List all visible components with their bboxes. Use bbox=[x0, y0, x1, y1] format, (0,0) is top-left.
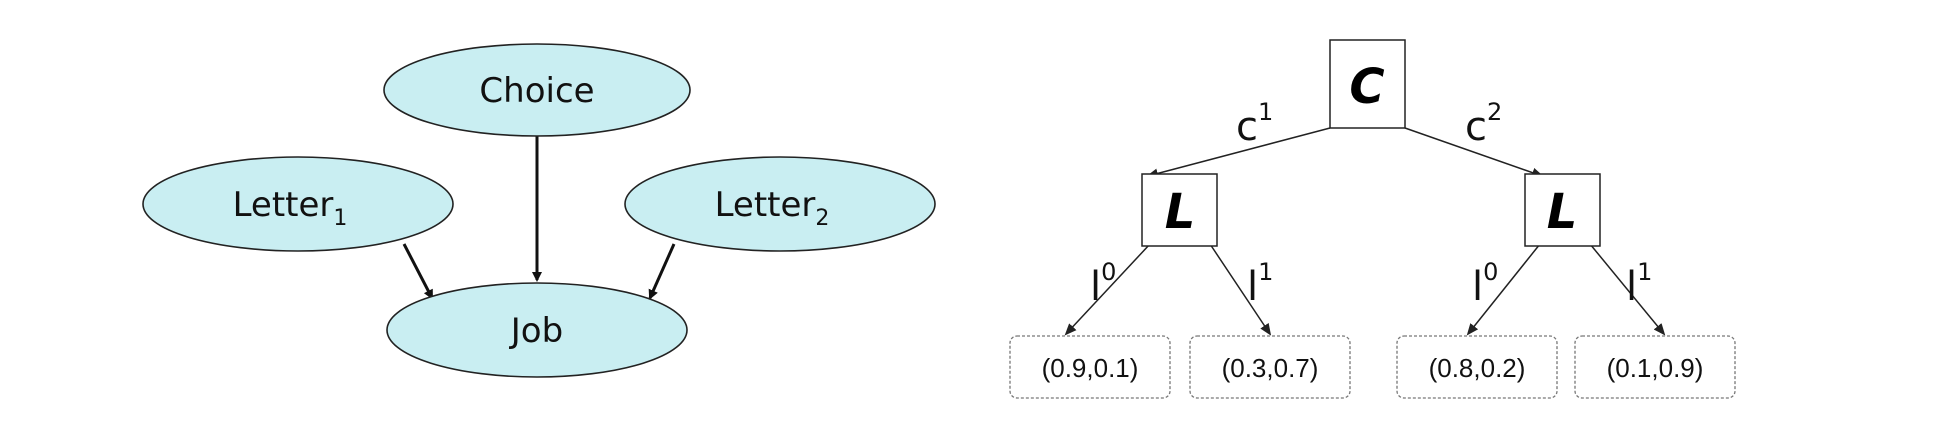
node-choice-label: Choice bbox=[479, 71, 594, 111]
node-letter1[interactable]: Letter1 bbox=[142, 156, 454, 252]
tree-leaf-3[interactable]: (0.8,0.2) bbox=[1396, 335, 1558, 399]
leaf-2-value: (0.3,0.7) bbox=[1222, 353, 1319, 383]
edge-label-c1: c1 bbox=[1236, 98, 1273, 150]
edge-label-c2: c2 bbox=[1465, 98, 1502, 150]
edge-left-l-to-leaf1 bbox=[1064, 243, 1151, 336]
tree-right-l-label: L bbox=[1547, 184, 1578, 240]
leaf-3-value: (0.8,0.2) bbox=[1429, 353, 1526, 383]
tree-right-l[interactable]: L bbox=[1524, 173, 1601, 247]
node-choice[interactable]: Choice bbox=[383, 43, 691, 137]
tree-left-l-label: L bbox=[1165, 184, 1196, 240]
tree-cpd: C L L c1 c2 l0 l1 l0 l1 (0.9,0.1) (0.3,0… bbox=[1009, 39, 1736, 399]
edge-letter2-to-job bbox=[648, 243, 676, 300]
bayes-network: Choice Letter1 Letter2 Job bbox=[142, 43, 936, 378]
tree-left-l[interactable]: L bbox=[1141, 173, 1218, 247]
node-job[interactable]: Job bbox=[386, 282, 688, 378]
edge-right-l-to-leaf4 bbox=[1589, 243, 1666, 336]
node-letter1-label: Letter1 bbox=[233, 185, 348, 231]
edge-c-to-right-l bbox=[1404, 127, 1544, 178]
edge-letter1-to-job bbox=[402, 243, 434, 300]
tree-root-c[interactable]: C bbox=[1329, 39, 1406, 129]
edge-right-l-to-leaf3 bbox=[1466, 243, 1541, 336]
edge-c-to-left-l bbox=[1146, 127, 1331, 179]
leaf-4-value: (0.1,0.9) bbox=[1607, 353, 1704, 383]
edge-left-l-to-leaf2 bbox=[1209, 243, 1272, 336]
tree-leaf-4[interactable]: (0.1,0.9) bbox=[1574, 335, 1736, 399]
node-job-label: Job bbox=[509, 311, 563, 351]
tree-root-label: C bbox=[1349, 59, 1384, 115]
leaf-1-value: (0.9,0.1) bbox=[1042, 353, 1139, 383]
node-letter2-label: Letter2 bbox=[715, 185, 830, 231]
edge-label-left-l0: l0 bbox=[1090, 258, 1116, 310]
edge-label-right-l1: l1 bbox=[1626, 258, 1652, 310]
tree-leaf-2[interactable]: (0.3,0.7) bbox=[1189, 335, 1351, 399]
node-letter2[interactable]: Letter2 bbox=[624, 156, 936, 252]
edge-label-left-l1: l1 bbox=[1247, 258, 1273, 310]
tree-leaf-1[interactable]: (0.9,0.1) bbox=[1009, 335, 1171, 399]
edge-label-right-l0: l0 bbox=[1472, 258, 1498, 310]
